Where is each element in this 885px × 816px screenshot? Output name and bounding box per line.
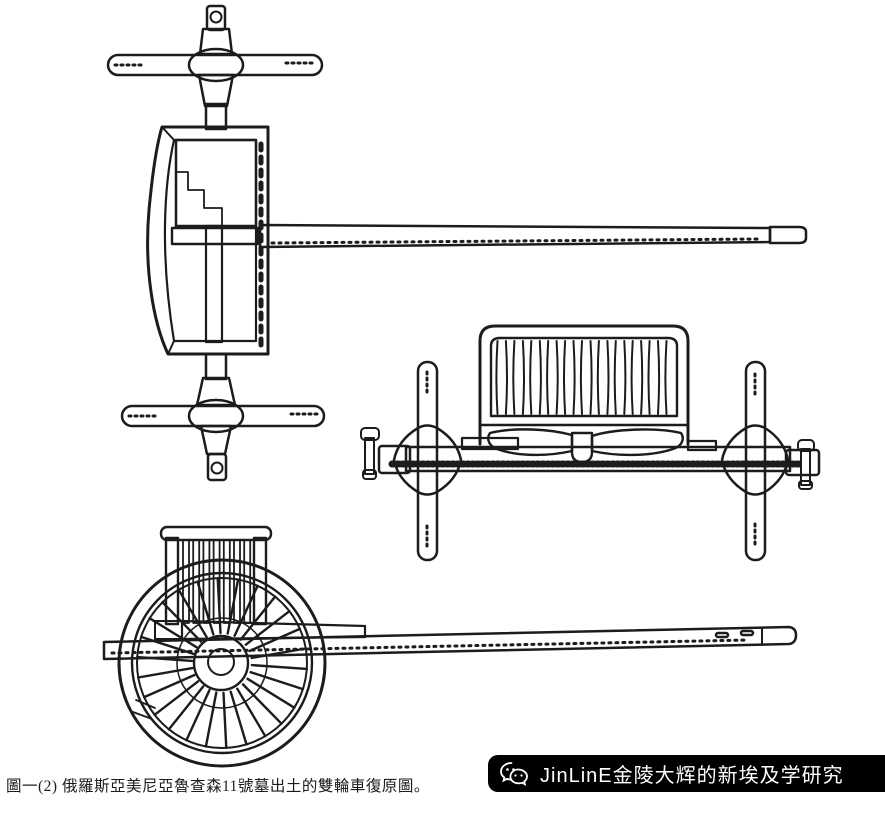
side-view-drawing <box>102 525 798 768</box>
rear-view-drawing <box>360 324 821 562</box>
plan-view-drawing <box>106 4 808 482</box>
watermark-bar: JinLinE金陵大辉的新埃及学研究 <box>488 755 885 792</box>
figure-caption: 圖一(2) 俄羅斯亞美尼亞魯查森11號墓出土的雙輪車復原圖。 <box>6 778 430 795</box>
side-screen-slats <box>182 539 252 624</box>
rear-screen-slats <box>495 340 668 415</box>
wheel-spokes <box>135 576 308 750</box>
watermark-text: JinLinE金陵大辉的新埃及学研究 <box>540 765 844 787</box>
wechat-icon <box>500 761 528 786</box>
